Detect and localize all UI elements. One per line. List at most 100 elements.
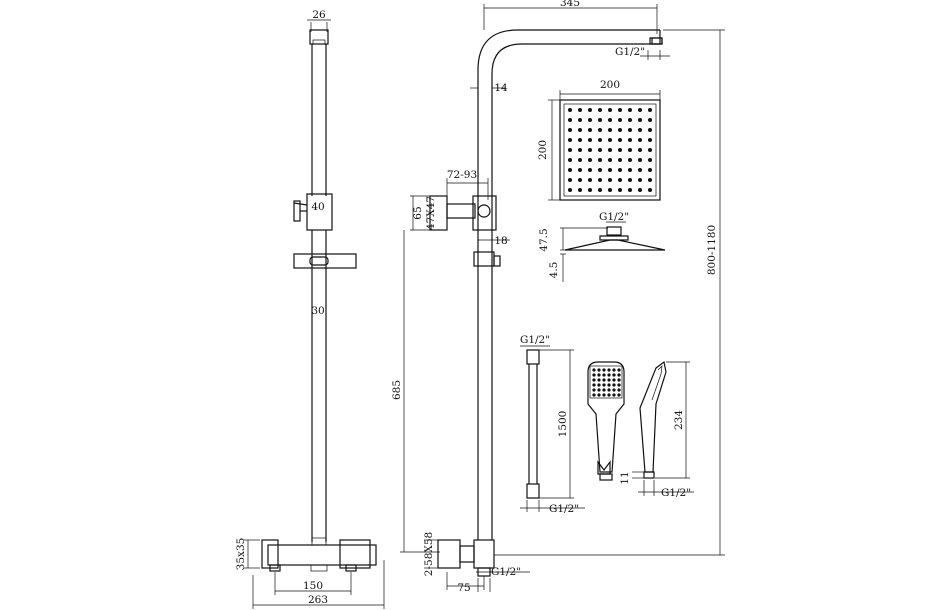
dim-handset-thread: G1/2": [661, 487, 691, 499]
nozzle-dot: [617, 373, 621, 377]
nozzle-dot: [588, 127, 593, 132]
dim-side-total-height: 800-1180: [706, 225, 718, 275]
dim-side-arm-thread: G1/2": [615, 46, 645, 58]
nozzle-dot: [597, 388, 601, 392]
nozzle-dot: [628, 118, 633, 123]
handset-front: [587, 361, 625, 481]
nozzle-dot: [568, 177, 573, 182]
nozzle-dot: [608, 147, 613, 152]
nozzle-dot: [612, 368, 616, 372]
nozzle-dot: [648, 118, 653, 123]
nozzle-dot: [597, 383, 601, 387]
nozzle-dot: [612, 383, 616, 387]
nozzle-dot: [612, 388, 616, 392]
dim-head-thickness: 4.5: [548, 262, 560, 279]
nozzle-dot: [618, 127, 623, 132]
nozzle-dot: [578, 177, 583, 182]
nozzle-dot: [617, 388, 621, 392]
nozzle-dot: [588, 187, 593, 192]
nozzle-dot: [568, 147, 573, 152]
nozzle-dot: [608, 157, 613, 162]
nozzle-dot: [618, 157, 623, 162]
nozzle-dot: [578, 157, 583, 162]
nozzle-dot: [588, 177, 593, 182]
nozzle-dot: [612, 373, 616, 377]
nozzle-dot: [608, 118, 613, 123]
nozzle-dot: [648, 108, 653, 113]
nozzle-dot: [628, 177, 633, 182]
side-view: 345 G1/2" 14 72-93 65 47X47: [391, 0, 725, 594]
nozzle-dot: [638, 137, 643, 142]
nozzle-dot: [648, 127, 653, 132]
nozzle-dot: [608, 137, 613, 142]
dim-side-bracket-to-valve: 685: [391, 380, 403, 400]
nozzle-dot: [648, 147, 653, 152]
nozzle-dot: [618, 137, 623, 142]
nozzle-dot: [598, 177, 603, 182]
dim-side-bracket-size: 47X47: [425, 196, 437, 230]
nozzle-dot: [638, 177, 643, 182]
nozzle-dot: [568, 187, 573, 192]
dim-handset-neck: 11: [619, 471, 631, 484]
nozzle-dot: [607, 388, 611, 392]
dim-head-depth: 47.5: [538, 228, 550, 251]
nozzle-dot: [597, 373, 601, 377]
nozzle-dot: [588, 137, 593, 142]
nozzle-dot: [618, 118, 623, 123]
front-view: 26 40 30 35x35 150: [235, 9, 385, 609]
nozzle-dot: [618, 187, 623, 192]
nozzle-dot: [628, 108, 633, 113]
nozzle-dot: [617, 378, 621, 382]
dim-side-valve-fixing: 2-58X58: [423, 532, 435, 576]
nozzle-dot: [592, 383, 596, 387]
nozzle-dot: [607, 378, 611, 382]
dim-side-rail-width: 14: [494, 82, 508, 94]
nozzle-dot: [618, 108, 623, 113]
nozzle-dot: [608, 127, 613, 132]
nozzle-dot: [608, 177, 613, 182]
nozzle-dot: [612, 393, 616, 397]
handset-nozzles: [592, 368, 621, 397]
nozzle-dot: [612, 378, 616, 382]
dim-hose-top-thread: G1/2": [520, 334, 550, 346]
nozzle-dot: [602, 378, 606, 382]
nozzle-dot: [628, 147, 633, 152]
hose: G1/2" 1500 G1/2": [520, 334, 585, 515]
nozzle-dot: [578, 187, 583, 192]
nozzle-dot: [598, 137, 603, 142]
nozzle-dot: [638, 167, 643, 172]
handset-side: 234 11 G1/2": [619, 360, 694, 499]
dim-valve-depth: 35x35: [235, 538, 247, 571]
nozzle-dot: [638, 118, 643, 123]
nozzle-dot: [568, 157, 573, 162]
nozzle-dot: [628, 167, 633, 172]
dim-side-valve-offset: 75: [457, 582, 470, 594]
nozzle-dot: [592, 378, 596, 382]
nozzle-dot: [608, 187, 613, 192]
nozzle-dot: [588, 147, 593, 152]
nozzle-dot: [618, 177, 623, 182]
nozzle-dot: [628, 127, 633, 132]
nozzle-dot: [578, 137, 583, 142]
dim-side-arm-length: 345: [560, 0, 580, 9]
nozzle-dot: [592, 393, 596, 397]
nozzle-dot: [617, 393, 621, 397]
nozzle-dot: [628, 137, 633, 142]
nozzle-dot: [648, 137, 653, 142]
shower-head-side: G1/2" 47.5 4.5: [538, 211, 666, 282]
head-nozzles: [568, 108, 653, 192]
nozzle-dot: [607, 383, 611, 387]
nozzle-dot: [598, 187, 603, 192]
nozzle-dot: [588, 118, 593, 123]
dim-valve-width: 263: [308, 594, 328, 606]
dim-front-top-width: 26: [312, 9, 326, 21]
dim-rail-width: 30: [311, 305, 324, 317]
dim-side-slider-width: 18: [494, 235, 507, 247]
nozzle-dot: [607, 368, 611, 372]
nozzle-dot: [618, 167, 623, 172]
nozzle-dot: [568, 137, 573, 142]
nozzle-dot: [568, 127, 573, 132]
nozzle-dot: [638, 147, 643, 152]
nozzle-dot: [628, 157, 633, 162]
